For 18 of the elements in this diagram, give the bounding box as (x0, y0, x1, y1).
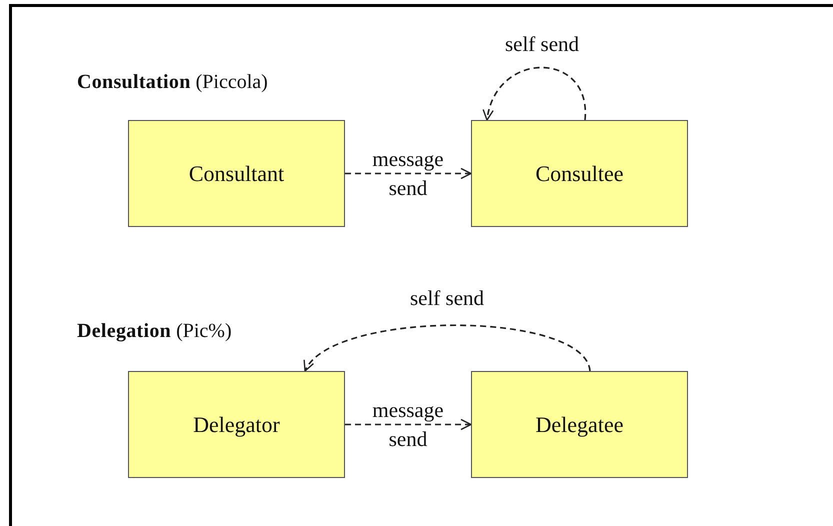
class-box (128, 371, 345, 478)
class-box (471, 120, 688, 227)
dashed-arrow (304, 324, 591, 372)
box-label: Consultant (188, 160, 284, 186)
dashed-arrow (484, 66, 586, 121)
edge-label: message send (371, 396, 445, 452)
box-label: Consultee (536, 160, 624, 186)
dashed-arrow (345, 418, 472, 430)
dashed-arrow (345, 168, 472, 180)
box-label: Delegator (193, 412, 280, 438)
class-box (471, 371, 688, 478)
section-heading: Delegation (Pic%) (77, 320, 232, 343)
box-label: Delegatee (536, 412, 624, 438)
section-heading: Consultation (Piccola) (77, 71, 268, 94)
class-box (128, 120, 345, 227)
edge-label: self send (408, 285, 486, 312)
edge-label: self send (504, 31, 580, 58)
edge-label: message send (371, 146, 445, 202)
